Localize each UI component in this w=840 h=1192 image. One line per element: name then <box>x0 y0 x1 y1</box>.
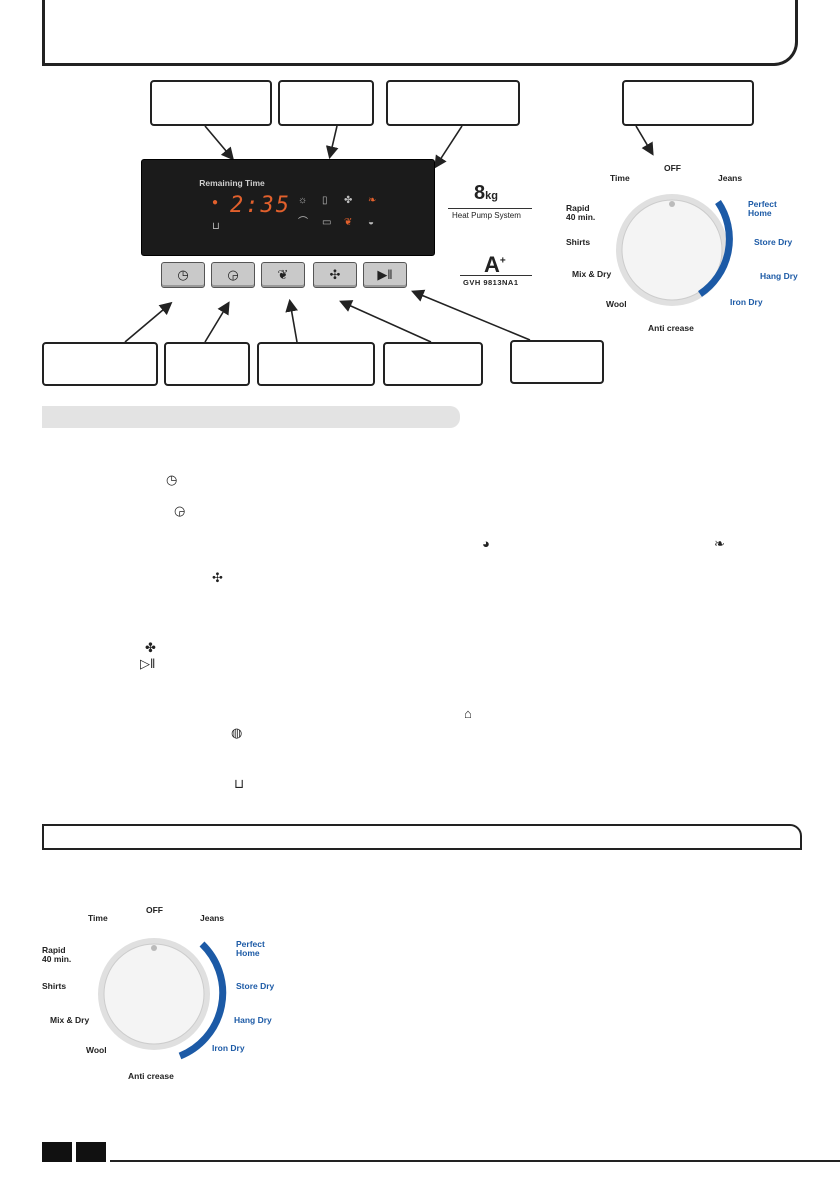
display-panel: Remaining Time ● ⊔ 2:35 ☼ ▯ ✤ ❧ ⌒ ▭ ❦ ◒ <box>142 160 434 255</box>
energy-divider <box>460 275 532 276</box>
anti-crease-button[interactable]: ✣ <box>313 262 357 288</box>
callout-box-start-button <box>510 340 604 384</box>
dial-shirts-label: Shirts <box>42 981 67 991</box>
section-heading-bar <box>42 406 460 428</box>
system-label: Heat Pump System <box>452 211 521 220</box>
play-pause-icon: ▷‖ <box>140 656 156 671</box>
callout-arrows <box>124 125 654 343</box>
clock-icon: ◷ <box>177 267 189 282</box>
dial-graphic <box>616 194 733 306</box>
home-icon: ⌂ <box>464 706 472 721</box>
time-button[interactable]: ◷ <box>161 262 205 288</box>
dial-wool-label: Wool <box>606 299 627 309</box>
filter-icon: ▭ <box>322 217 332 228</box>
dial-hang-dry-label: Hang Dry <box>760 271 798 281</box>
dial-off-label: OFF <box>664 163 681 173</box>
wool-icon: ◕ <box>482 536 490 551</box>
clock-icon: ◷ <box>166 472 178 487</box>
wool-dot-icon: ● <box>212 197 219 208</box>
dial-hang-dry-label: Hang Dry <box>234 1015 272 1025</box>
hanger-icon: ⌒ <box>298 217 308 228</box>
clean-icon: ◒ <box>368 217 375 228</box>
remaining-time-label: Remaining Time <box>199 178 265 188</box>
leaf-icon: ❦ <box>344 217 353 228</box>
footer-rule <box>110 1160 840 1162</box>
dial-time-label: Time <box>88 913 108 923</box>
section-box <box>42 824 802 850</box>
dial-anti-crease-label: Anti crease <box>128 1071 174 1081</box>
header-box <box>42 0 798 66</box>
callout-box-anticrease-button <box>383 342 483 386</box>
delay-start-button[interactable]: ◶ <box>211 262 255 288</box>
play-pause-icon: ▶‖ <box>377 267 393 282</box>
dial-jeans-label: Jeans <box>718 173 743 183</box>
globe-icon: ◍ <box>231 725 243 740</box>
shirt-fan-icon: ✣ <box>212 570 223 585</box>
callout-box-delay-button <box>164 342 250 386</box>
remaining-time-digits: 2:35 <box>230 193 291 218</box>
page-number-box-2 <box>76 1142 106 1162</box>
delay-clock-icon: ◶ <box>174 503 186 518</box>
fan-icon: ✤ <box>344 195 353 206</box>
tank-icon: ⊔ <box>212 221 220 232</box>
dry-level-icon: ❧ <box>368 195 377 206</box>
tank-icon: ⊔ <box>234 776 245 791</box>
model-label: GVH 9813NA1 <box>463 278 519 287</box>
dial-jeans-label: Jeans <box>200 913 225 923</box>
dial-graphic <box>98 938 227 1060</box>
callout-box-time-button <box>42 342 158 386</box>
callout-box-display-3 <box>386 80 520 126</box>
leaf-icon: ❦ <box>277 267 289 282</box>
callout-box-dial <box>622 80 754 126</box>
dial-mix-dry-label: Mix & Dry <box>572 269 612 279</box>
dial-off-label: OFF <box>146 905 163 915</box>
shirt-fan-icon: ✣ <box>329 267 341 282</box>
energy-class-label: A+ <box>484 252 506 277</box>
dial-iron-dry-label: Iron Dry <box>730 297 763 307</box>
dial-wool-label: Wool <box>86 1045 107 1055</box>
capacity-divider <box>448 208 532 209</box>
capacity-label: 8kg <box>474 182 498 204</box>
dial-time-label: Time <box>610 173 630 183</box>
callout-box-dryness-button <box>257 342 375 386</box>
delay-clock-icon: ◶ <box>227 267 239 282</box>
dial-shirts-label: Shirts <box>566 237 591 247</box>
dryness-icon: ❧ <box>714 536 725 551</box>
dryness-level-button[interactable]: ❦ <box>261 262 305 288</box>
dial-store-dry-label: Store Dry <box>236 981 275 991</box>
cupboard-icon: ▯ <box>322 195 328 206</box>
callout-box-display-1 <box>150 80 272 126</box>
fan-icon: ✤ <box>145 640 156 655</box>
dial-store-dry-label: Store Dry <box>754 237 793 247</box>
dial-anti-crease-label: Anti crease <box>648 323 694 333</box>
callout-box-display-2 <box>278 80 374 126</box>
page-number-box-1 <box>42 1142 72 1162</box>
sun-icon: ☼ <box>298 195 308 206</box>
dial-iron-dry-label: Iron Dry <box>212 1043 245 1053</box>
dial-mix-dry-label: Mix & Dry <box>50 1015 90 1025</box>
start-pause-button[interactable]: ▶‖ <box>363 262 407 288</box>
